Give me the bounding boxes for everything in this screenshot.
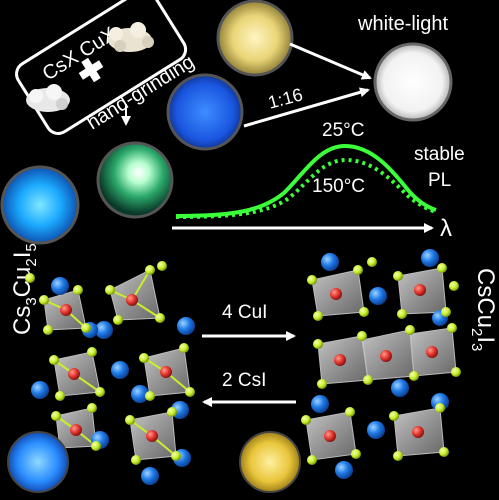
right-phase-formula: CsCu2I3	[468, 268, 499, 351]
forward-label: 4 CuI	[222, 302, 267, 323]
pl-curve-25C	[175, 143, 437, 218]
left-crystal-structure	[25, 261, 195, 485]
green-glow-disc	[96, 141, 174, 219]
cyan-glow-disc	[0, 165, 80, 245]
stable-label: stable	[414, 144, 465, 165]
csX-powder-icon	[26, 84, 70, 112]
pl-label: PL	[428, 170, 451, 191]
blue-glow-disc	[166, 73, 244, 151]
precursor-label: CsX CuX	[39, 23, 120, 85]
right-crystal-structure	[301, 249, 461, 479]
reverse-label: 2 CsI	[222, 370, 266, 391]
wavelength-symbol: λ	[440, 215, 452, 242]
plus-icon	[78, 57, 104, 83]
yellow-to-white-arrow	[289, 42, 372, 80]
left-phase-formula: Cs3Cu2I5	[9, 243, 40, 335]
pl-curve-150C	[175, 157, 437, 219]
yellow-phase-sample-disc	[239, 431, 301, 493]
cuX-powder-icon	[108, 22, 154, 52]
blue-to-white-arrow	[243, 87, 370, 128]
blue-phase-sample-disc	[7, 431, 69, 493]
temp-25C-label: 25°C	[322, 120, 364, 141]
yellow-glow-disc	[216, 0, 294, 77]
white-light-label: white-light	[357, 13, 448, 35]
white-light-disc	[373, 42, 453, 122]
temp-150C-label: 150°C	[312, 176, 365, 197]
